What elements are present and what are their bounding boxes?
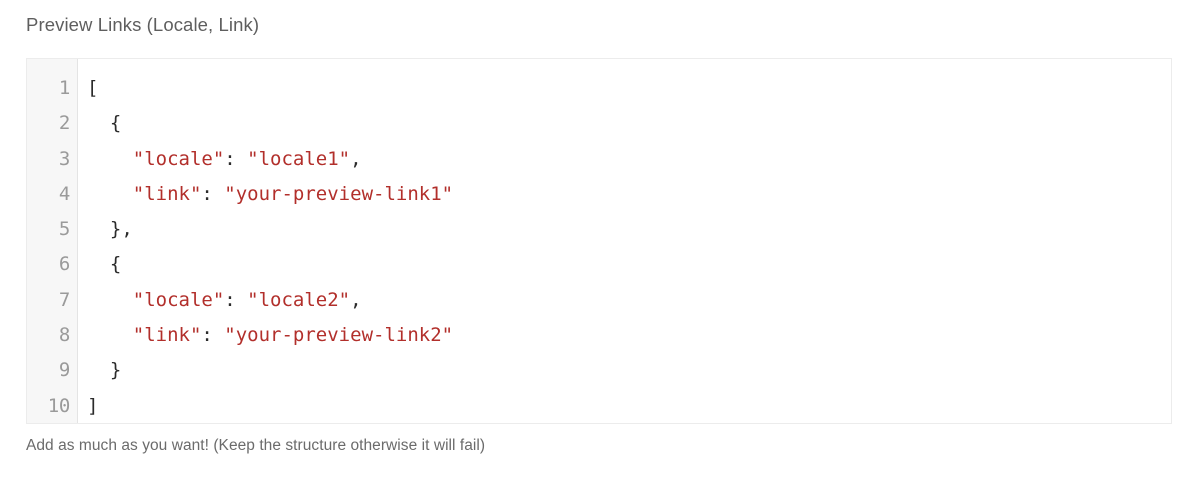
line-number: 3 [58, 147, 70, 170]
json-punctuation-token: { [109, 112, 122, 135]
json-string-token: "your-preview-link2" [224, 324, 454, 347]
json-string-token: "locale" [132, 288, 225, 311]
field-helper-text: Add as much as you want! (Keep the struc… [26, 437, 486, 454]
json-string-token: "link" [132, 182, 202, 205]
json-punctuation-token: }, [109, 218, 133, 241]
code-indent [87, 218, 110, 240]
code-line[interactable]: "link": "your-preview-link1" [87, 177, 1171, 212]
json-punctuation-token: } [109, 359, 122, 382]
line-number: 4 [58, 182, 70, 205]
json-string-token: "locale" [132, 147, 225, 170]
code-line[interactable]: [ [87, 71, 1171, 106]
json-string-token: "locale2" [247, 288, 351, 311]
line-number: 10 [47, 394, 71, 417]
code-line[interactable]: "link": "your-preview-link2" [87, 318, 1171, 353]
code-indent [87, 183, 133, 205]
code-indent [87, 359, 110, 381]
code-line[interactable]: "locale": "locale2", [87, 283, 1171, 318]
line-number: 6 [58, 253, 70, 276]
json-punctuation-token: : [201, 324, 225, 347]
field-label-preview-links: Preview Links (Locale, Link) [26, 14, 260, 35]
json-punctuation-token: [ [87, 77, 99, 99]
json-punctuation-token: : [224, 147, 248, 170]
line-number: 9 [58, 359, 70, 382]
json-punctuation-token: , [350, 288, 362, 311]
code-line[interactable]: ] [87, 389, 1171, 423]
json-punctuation-token: : [224, 288, 248, 311]
code-indent [87, 148, 133, 170]
code-line[interactable]: { [87, 106, 1171, 141]
json-string-token: "locale1" [247, 147, 351, 170]
line-number: 7 [58, 288, 70, 311]
json-punctuation-token: : [201, 182, 225, 205]
json-punctuation-token: { [109, 253, 122, 276]
json-string-token: "your-preview-link1" [224, 182, 454, 205]
code-indent [87, 324, 133, 346]
json-string-token: "link" [132, 324, 202, 347]
code-line[interactable]: }, [87, 212, 1171, 247]
code-indent [87, 112, 110, 134]
editor-line-number-gutter: 1 2 3 4 5 6 7 8 9 10 [27, 59, 78, 423]
line-number: 8 [58, 324, 70, 347]
editor-code-area[interactable]: [ { "locale": "locale1", "link": "your-p… [78, 59, 1171, 423]
line-number: 5 [58, 218, 70, 241]
code-line[interactable]: } [87, 353, 1171, 388]
code-indent [87, 253, 110, 275]
code-line[interactable]: "locale": "locale1", [87, 142, 1171, 177]
code-line[interactable]: { [87, 247, 1171, 282]
preview-links-field: Preview Links (Locale, Link) [26, 0, 1172, 36]
line-number: 2 [58, 112, 70, 135]
json-punctuation-token: ] [87, 394, 99, 417]
json-code-editor[interactable]: 1 2 3 4 5 6 7 8 9 10 [ { "locale": "locale1", "li… [26, 58, 1172, 424]
code-indent [87, 289, 133, 311]
json-punctuation-token: , [350, 147, 362, 170]
line-number: 1 [58, 77, 70, 99]
